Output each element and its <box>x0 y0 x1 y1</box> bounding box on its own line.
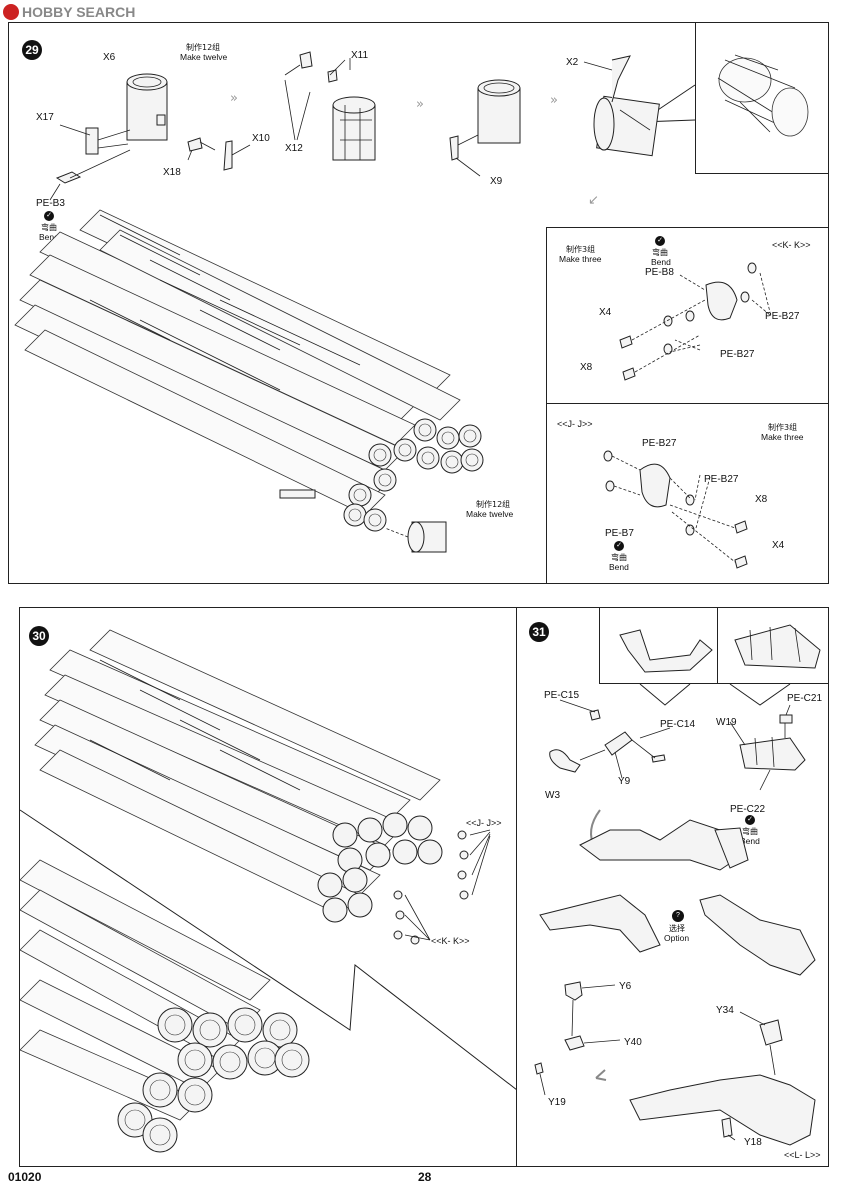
bend-icon: ✓ <box>44 211 54 221</box>
svg-text:»: » <box>230 91 238 106</box>
svg-text:»: » <box>416 97 424 112</box>
label-y40: Y40 <box>624 1037 642 1048</box>
label-x18: X18 <box>163 167 181 178</box>
label-pe-c15: PE-C15 <box>544 690 580 701</box>
label-y6: Y6 <box>619 981 632 992</box>
label-x10: X10 <box>252 133 270 144</box>
k-bend-icon: ✓ <box>655 236 665 246</box>
j-title: <<J- J>> <box>557 419 593 429</box>
logo-icon <box>3 4 19 20</box>
j-label-x8: X8 <box>755 494 768 505</box>
label-l-l: <<L- L>> <box>784 1150 821 1160</box>
make-twelve-en: Make twelve <box>180 52 228 62</box>
label-x6: X6 <box>103 52 116 63</box>
label-y19: Y19 <box>548 1097 566 1108</box>
j-bend-en: Bend <box>609 562 629 572</box>
svg-text:»: » <box>550 93 558 108</box>
label-x11: X11 <box>351 50 369 61</box>
k-bend-cn: 弯曲 <box>652 248 668 257</box>
subpanel-j-j <box>546 403 829 584</box>
c22-bend-icon: ✓ <box>745 815 755 825</box>
k-make-en: Make three <box>559 254 602 264</box>
step-31-number: 31 <box>529 622 549 642</box>
j-label-pe-b27a: PE-B27 <box>642 438 677 449</box>
label-x17: X17 <box>36 112 54 123</box>
step-29-zoom-inset <box>695 22 829 174</box>
step-30-number: 30 <box>29 626 49 646</box>
label-pe-c14: PE-C14 <box>660 719 696 730</box>
label-x12: X12 <box>285 143 303 154</box>
j-label-x4: X4 <box>772 540 785 551</box>
label-w19: W19 <box>716 717 737 728</box>
label-pe-c22: PE-C22 <box>730 804 766 815</box>
j-bend-cn: 弯曲 <box>611 553 627 562</box>
footer-code: 01020 <box>8 1170 42 1184</box>
label-pe-c21: PE-C21 <box>787 693 823 704</box>
option-en: Option <box>664 933 690 943</box>
footer-page-number: 28 <box>418 1170 432 1184</box>
c22-bend-en: Bend <box>740 836 760 846</box>
k-bend-en: Bend <box>651 257 671 267</box>
j-make-cn: 制作3组 <box>768 423 798 432</box>
label-y9: Y9 <box>618 776 631 787</box>
bottom-make-cn: 制作12组 <box>476 500 511 509</box>
k-label-x4: X4 <box>599 307 612 318</box>
step-29-number: 29 <box>22 40 42 60</box>
bottom-make-en: Make twelve <box>466 509 514 519</box>
k-label-pe-b8: PE-B8 <box>645 267 674 278</box>
label-pe-b3: PE-B3 <box>36 198 65 209</box>
label-w3: W3 <box>545 790 560 801</box>
j-label-pe-b27b: PE-B27 <box>704 474 739 485</box>
j-label-pe-b7: PE-B7 <box>605 528 634 539</box>
label-y34: Y34 <box>716 1005 734 1016</box>
j-make-en: Make three <box>761 432 804 442</box>
label-x2: X2 <box>566 57 579 68</box>
svg-text:↙: ↙ <box>588 193 599 208</box>
watermark-brand: HOBBY SEARCH <box>22 4 136 20</box>
k-make-cn: 制作3组 <box>566 245 596 254</box>
make-twelve-cn: 制作12组 <box>186 43 221 52</box>
label-y18: Y18 <box>744 1137 762 1148</box>
step-30-label-j: <<J- J>> <box>466 818 502 828</box>
k-title: <<K- K>> <box>772 240 811 250</box>
step-30-label-k: <<K- K>> <box>431 936 470 946</box>
bend-cn: 弯曲 <box>41 223 57 232</box>
k-label-pe-b27b: PE-B27 <box>720 349 755 360</box>
label-x9: X9 <box>490 176 503 187</box>
step-31-panel <box>516 607 829 1167</box>
j-bend-icon: ✓ <box>614 541 624 551</box>
option-icon: ? <box>672 910 684 922</box>
k-label-pe-b27a: PE-B27 <box>765 311 800 322</box>
k-label-x8: X8 <box>580 362 593 373</box>
bend-en: Bend <box>39 232 59 242</box>
c22-bend-cn: 弯曲 <box>742 827 758 836</box>
option-cn: 选择 <box>669 924 685 933</box>
